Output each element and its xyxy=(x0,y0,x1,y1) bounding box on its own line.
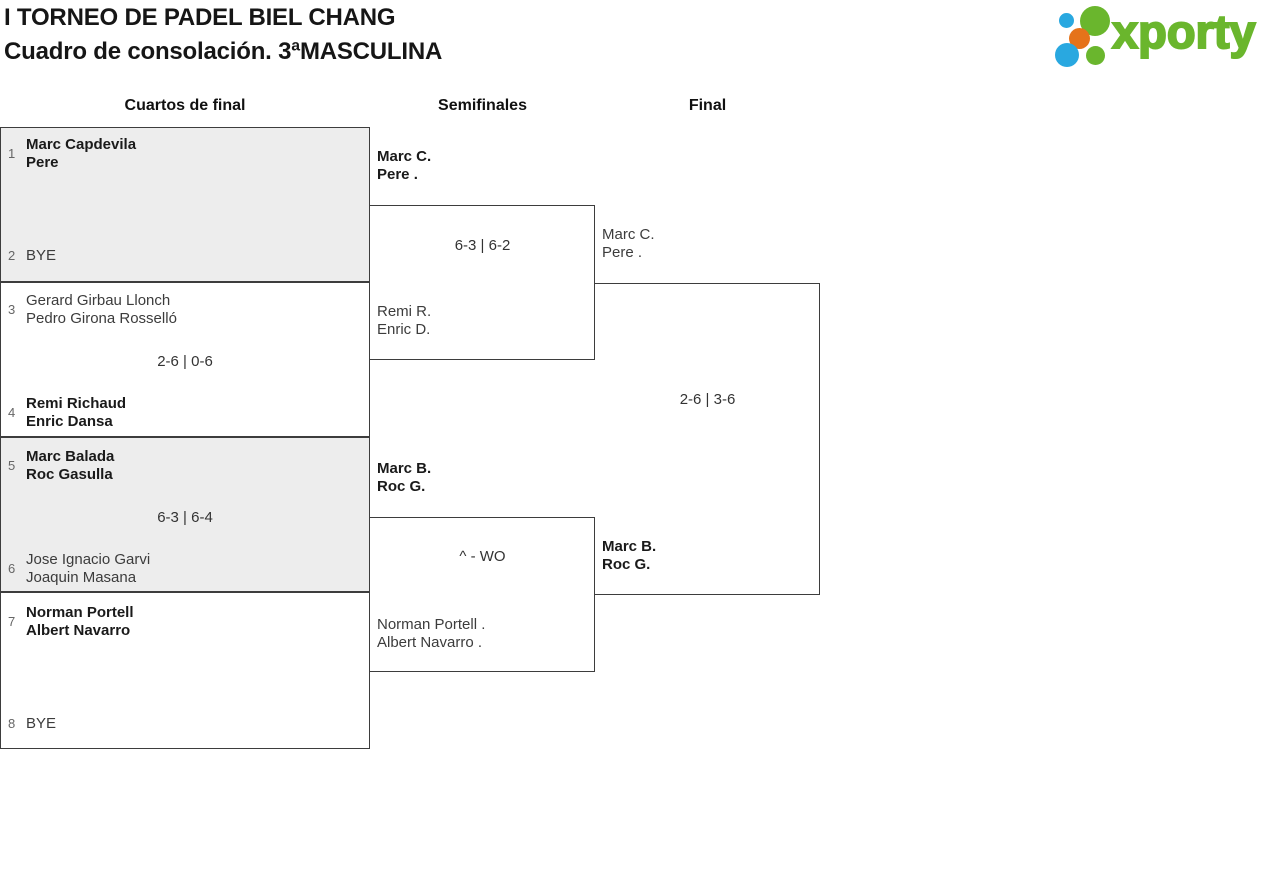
team-qf2-top: 3 Gerard Girbau Llonch Pedro Girona Ross… xyxy=(8,292,177,328)
page-title: I TORNEO DE PADEL BIEL CHANG Cuadro de c… xyxy=(4,1,442,69)
round-header-semifinals: Semifinales xyxy=(438,97,527,114)
match-score-sf1: 6-3 | 6-2 xyxy=(454,237,511,254)
match-score-final: 2-6 | 3-6 xyxy=(679,391,736,408)
team-qf4-top: 7 Norman Portell Albert Navarro xyxy=(8,604,134,640)
match-score-sf2: ^ - WO xyxy=(459,548,506,565)
team-qf2-bottom: 4 Remi Richaud Enric Dansa xyxy=(8,395,126,431)
team-final-top: Marc C. Pere . xyxy=(602,226,655,262)
player-name: Marc C. xyxy=(377,148,432,165)
player-name: BYE xyxy=(26,715,57,732)
player-name: Jose Ignacio Garvi xyxy=(26,551,151,568)
player-name: Norman Portell xyxy=(26,604,134,621)
player-name: Pedro Girona Rosselló xyxy=(26,310,177,327)
round-header-final: Final xyxy=(688,97,727,114)
player-name: Roc Gasulla xyxy=(26,466,113,483)
match-box-final xyxy=(595,283,820,595)
team-qf3-bottom: 6 Jose Ignacio Garvi Joaquin Masana xyxy=(8,551,150,587)
player-name: Marc Balada xyxy=(26,448,115,465)
team-sf2-bottom: Norman Portell . Albert Navarro . xyxy=(377,616,485,652)
match-box-sf2 xyxy=(370,517,595,672)
logo-wordmark: xporty xyxy=(1111,5,1257,58)
round-header-quarterfinals: Cuartos de final xyxy=(124,97,246,114)
player-name: BYE xyxy=(26,247,57,264)
seed-number: 3 xyxy=(8,302,16,317)
match-box-qf4 xyxy=(0,592,370,749)
team-sf2-top: Marc B. Roc G. xyxy=(377,460,431,496)
player-name: Roc G. xyxy=(377,478,426,495)
player-name: Albert Navarro . xyxy=(377,634,483,651)
xporty-logo[interactable]: xporty xyxy=(1048,0,1276,72)
player-name: Remi Richaud xyxy=(26,395,127,412)
logo-dot-blue-large-icon xyxy=(1055,43,1079,67)
player-name: Pere . xyxy=(377,166,418,183)
seed-number: 7 xyxy=(8,614,16,629)
seed-number: 8 xyxy=(8,716,16,731)
player-name: Norman Portell . xyxy=(377,616,486,633)
player-name: Roc G. xyxy=(602,556,651,573)
player-name: Albert Navarro xyxy=(26,622,131,639)
player-name: Marc C. xyxy=(602,226,655,243)
player-name: Marc B. xyxy=(377,460,432,477)
team-sf1-bottom: Remi R. Enric D. xyxy=(377,303,431,339)
seed-number: 2 xyxy=(8,248,16,263)
bracket-subtitle: Cuadro de consolación. 3ªMASCULINA xyxy=(4,38,443,65)
match-box-qf2 xyxy=(0,282,370,437)
team-sf1-top: Marc C. Pere . xyxy=(377,148,431,184)
player-name: Remi R. xyxy=(377,303,432,320)
seed-number: 4 xyxy=(8,405,16,420)
seed-number: 5 xyxy=(8,458,16,473)
logo-dot-green-small-icon xyxy=(1086,46,1105,65)
team-qf1-top: 1 Marc Capdevila Pere xyxy=(8,136,136,172)
player-name: Joaquin Masana xyxy=(26,569,137,586)
match-box-qf1 xyxy=(0,127,370,282)
seed-number: 1 xyxy=(8,146,16,161)
match-score-qf3: 6-3 | 6-4 xyxy=(157,509,213,526)
player-name: Pere . xyxy=(602,244,643,261)
team-qf1-bottom: 2 BYE xyxy=(8,247,56,265)
team-final-bottom: Marc B. Roc G. xyxy=(602,538,656,574)
match-box-qf3 xyxy=(0,437,370,592)
player-name: Pere xyxy=(26,154,59,171)
player-name: Gerard Girbau Llonch xyxy=(26,292,171,309)
team-qf4-bottom: 8 BYE xyxy=(8,715,56,733)
player-name: Enric Dansa xyxy=(26,413,113,430)
tournament-name: I TORNEO DE PADEL BIEL CHANG xyxy=(4,4,396,31)
match-score-qf2: 2-6 | 0-6 xyxy=(157,353,213,370)
match-box-sf1 xyxy=(370,205,595,360)
logo-dot-orange-icon xyxy=(1069,28,1090,49)
player-name: Marc Capdevila xyxy=(26,136,137,153)
team-qf3-top: 5 Marc Balada Roc Gasulla xyxy=(8,448,114,484)
seed-number: 6 xyxy=(8,561,16,576)
logo-dot-blue-small-icon xyxy=(1059,13,1074,28)
player-name: Marc B. xyxy=(602,538,657,555)
player-name: Enric D. xyxy=(377,321,431,338)
